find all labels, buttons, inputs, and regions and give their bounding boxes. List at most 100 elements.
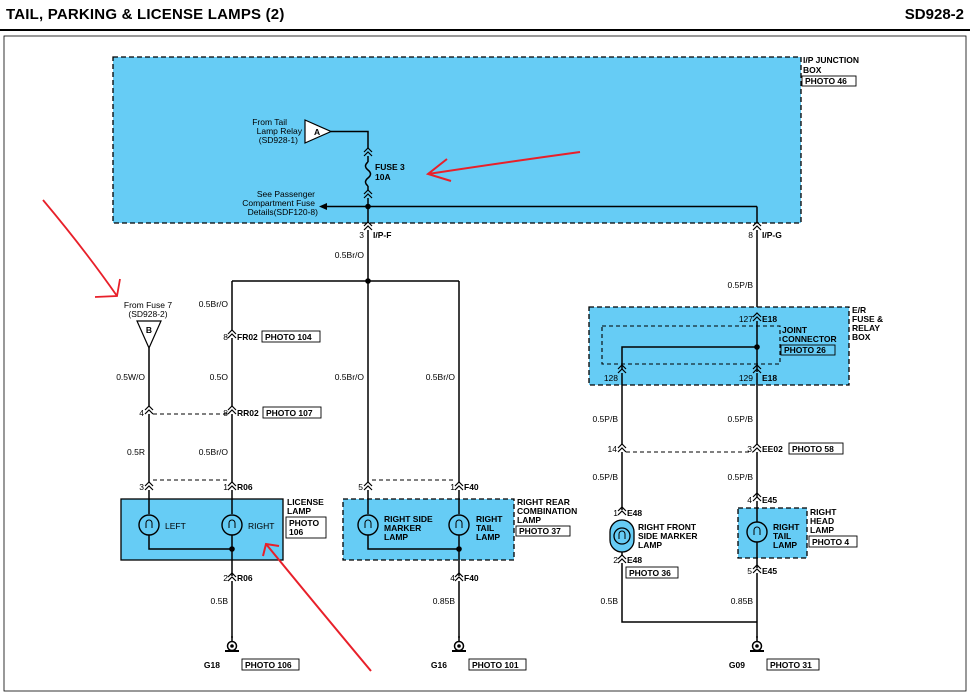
rr02-photo: PHOTO 107	[266, 408, 313, 418]
r06-bottom-pin: 2	[223, 573, 228, 583]
e45-bottom-name: E45	[762, 566, 777, 576]
page-header: TAIL, PARKING & LICENSE LAMPS (2) SD928-…	[0, 0, 970, 34]
ip-box-label-1: I/P JUNCTION	[803, 55, 859, 65]
f40-bottom-pin: 4	[450, 573, 455, 583]
bus-splice	[365, 203, 371, 210]
e18-top-pin: 127	[739, 314, 753, 324]
side-marker-line1: RIGHT SIDE	[384, 514, 433, 524]
connector-b-icon	[136, 320, 162, 350]
page-title: TAIL, PARKING & LICENSE LAMPS (2)	[6, 6, 285, 23]
rear-tail-line2: TAIL	[476, 523, 494, 533]
g16-ground-icon	[451, 635, 467, 652]
fuse3-rating: 10A	[375, 172, 391, 182]
license-lamp-name1: LICENSE	[287, 497, 324, 507]
joint-photo: PHOTO 26	[784, 345, 826, 355]
wire-lic-feed-label: 0.5Br/O	[199, 299, 229, 309]
wire-main-label: 0.5Br/O	[335, 250, 365, 260]
ipf-pin: 3	[359, 230, 364, 240]
rear-tail-line1: RIGHT	[476, 514, 503, 524]
f40-pin: 1	[450, 482, 455, 492]
f40-left-pin: 5	[358, 482, 363, 492]
tail-relay-line1: From Tail	[252, 117, 287, 127]
ip-box-photo-frame	[801, 75, 857, 87]
wire-lic-gnd-label: 0.5B	[211, 596, 229, 606]
rh-lamp-name3: LAMP	[810, 525, 834, 535]
annotation-arrow-fuse	[425, 151, 581, 182]
passenger-fuse-line3: Details(SDF120-8)	[248, 207, 319, 217]
fuse3-icon	[364, 161, 372, 187]
e18-left-pin: 128	[604, 373, 618, 383]
passenger-fuse-arrow-icon	[319, 203, 327, 210]
fuse7-line2: (SD928-2)	[128, 309, 167, 319]
rf-marker-bulb-icon	[613, 527, 631, 545]
header-rule	[0, 29, 970, 31]
wire-rf-gnd-label: 0.5B	[601, 596, 619, 606]
side-marker-line2: MARKER	[384, 523, 421, 533]
ipg-conn: I/P-G	[762, 230, 782, 240]
license-lamp-name2: LAMP	[287, 506, 311, 516]
rh-tail-bulb-icon	[746, 521, 768, 543]
er-box-name2: FUSE &	[852, 314, 883, 324]
license-left-bulb-icon	[138, 514, 160, 536]
wire-lic-o-label: 0.5O	[210, 372, 229, 382]
rh-inner-line2: TAIL	[773, 531, 791, 541]
wire-tail-bro-label: 0.5Br/O	[426, 372, 456, 382]
er-box-name1: E/R	[852, 305, 866, 315]
rr-combo-photo: PHOTO 37	[519, 526, 561, 536]
ipf-conn: I/P-F	[373, 230, 391, 240]
rh-inner-line3: LAMP	[773, 540, 797, 550]
ip-junction-box	[112, 56, 802, 224]
fuse3-name: FUSE 3	[375, 162, 405, 172]
ee02-photo: PHOTO 58	[792, 444, 834, 454]
g18-name: G18	[204, 660, 220, 670]
joint-connector-box	[601, 325, 781, 365]
wire-pb-right1-label: 0.5P/B	[727, 414, 753, 424]
rh-lamp-name2: HEAD	[810, 516, 834, 526]
g09-photo: PHOTO 31	[770, 660, 812, 670]
rh-lamp-name1: RIGHT	[810, 507, 837, 517]
wire-pb-left2-label: 0.5P/B	[592, 472, 618, 482]
r06-pin: 1	[223, 482, 228, 492]
f40-name: F40	[464, 482, 479, 492]
rf-marker-line1: RIGHT FRONT	[638, 522, 697, 532]
g18-photo: PHOTO 106	[245, 660, 292, 670]
wire-pb-right2-label: 0.5P/B	[727, 472, 753, 482]
e48-bottom-pin: 2	[613, 555, 618, 565]
e45-top-pin: 4	[747, 495, 752, 505]
side-marker-bulb-icon	[357, 514, 379, 536]
rr-combo-name1: RIGHT REAR	[517, 497, 570, 507]
passenger-fuse-line2: Compartment Fuse	[242, 198, 315, 208]
connector-a-letter: A	[314, 127, 320, 137]
wire-lic-bro-label: 0.5Br/O	[199, 447, 229, 457]
rear-tail-line3: LAMP	[476, 532, 500, 542]
license-left-label: LEFT	[165, 521, 186, 531]
license-lamp-photo2: 106	[289, 527, 303, 537]
joint-name1: JOINT	[782, 325, 808, 335]
joint-name2: CONNECTOR	[782, 334, 837, 344]
rr02-pin: 8	[223, 408, 228, 418]
passenger-fuse-line1: See Passenger	[257, 189, 315, 199]
side-marker-line3: LAMP	[384, 532, 408, 542]
connector-b-letter: B	[146, 325, 152, 335]
license-lamp-photo1: PHOTO	[289, 518, 319, 528]
ee02-left-pin: 14	[608, 444, 618, 454]
rear-tail-bulb-icon	[448, 514, 470, 536]
rf-marker-line2: SIDE MARKER	[638, 531, 698, 541]
g18-ground-icon	[224, 635, 240, 652]
g09-ground-icon	[749, 635, 765, 652]
wire-rr-gnd-label: 0.85B	[433, 596, 456, 606]
license-right-label: RIGHT	[248, 521, 274, 531]
r06-name: R06	[237, 482, 253, 492]
er-box-name3: RELAY	[852, 323, 880, 333]
r06-bottom-name: R06	[237, 573, 253, 583]
wire-rh-gnd-label: 0.85B	[731, 596, 754, 606]
rr-combo-name2: COMBINATION	[517, 506, 577, 516]
wire-left-w-label: 0.5W/O	[116, 372, 145, 382]
er-box-name4: BOX	[852, 332, 871, 342]
e18-right-name: E18	[762, 373, 777, 383]
fuse7-line1: From Fuse 7	[124, 300, 172, 310]
fr02-name: FR02	[237, 332, 258, 342]
rr02-left-pin: 4	[139, 408, 144, 418]
e45-top-name: E45	[762, 495, 777, 505]
